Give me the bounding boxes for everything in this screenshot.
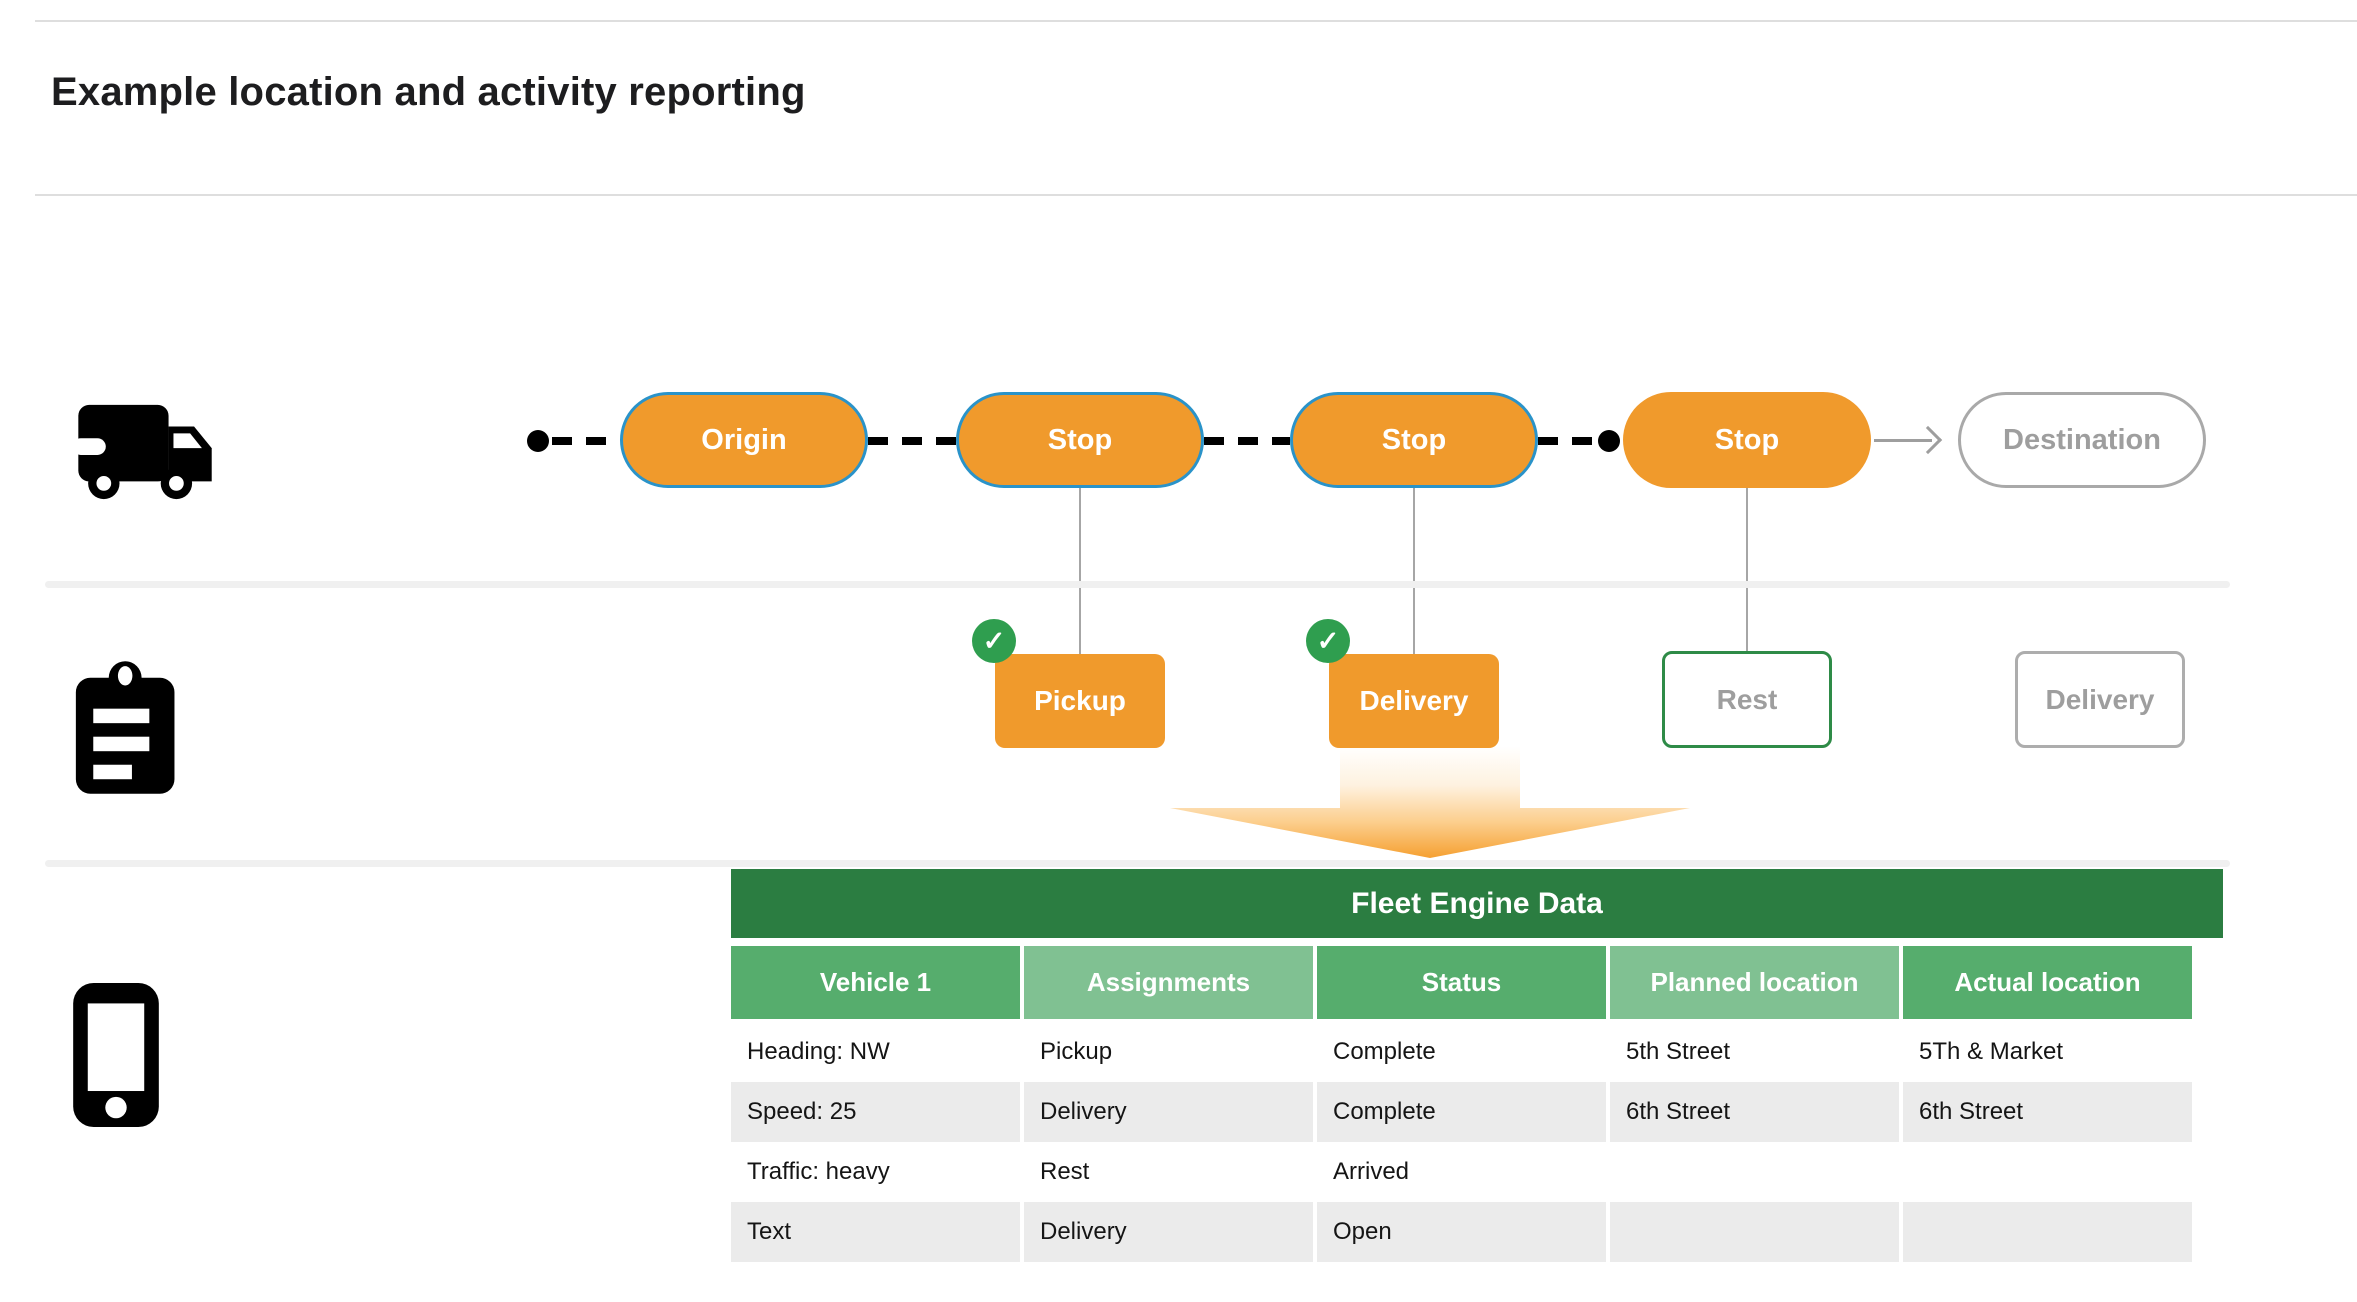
activity-delivery-1: Delivery [1329, 654, 1499, 748]
table-cell [1903, 1202, 2192, 1262]
page-title: Example location and activity reporting [51, 70, 806, 114]
route-dash-segment [1538, 437, 1598, 445]
truck-icon [72, 401, 220, 508]
activity-label: Pickup [1034, 685, 1126, 716]
route-stop-1: Stop [956, 392, 1204, 488]
column-header-status: Status [1317, 946, 1606, 1019]
top-divider [35, 20, 2357, 22]
route-stop-2: Stop [1290, 392, 1538, 488]
stop-activity-connector [1746, 488, 1748, 651]
check-circle-icon: ✓ [972, 619, 1016, 663]
table-cell: Complete [1317, 1082, 1606, 1142]
phone-icon [72, 982, 160, 1133]
table-cell: 6th Street [1610, 1082, 1899, 1142]
table-title-bar: Fleet Engine Data [731, 869, 2223, 938]
table-cell: Pickup [1040, 1038, 1113, 1065]
route-stop-3: Stop [1623, 392, 1871, 488]
destination-arrow-line [1874, 439, 1932, 442]
table-cell: Traffic: heavy [747, 1158, 890, 1185]
route-stop-label: Stop [1047, 423, 1113, 456]
table-cell: Open [1317, 1202, 1606, 1262]
column-header-assignments: Assignments [1024, 946, 1313, 1019]
activity-label: Rest [1716, 683, 1778, 715]
clipboard-icon [72, 660, 188, 801]
table-cell [1610, 1142, 1899, 1202]
table-cell: Heading: NW [747, 1038, 890, 1065]
column-header-planned-location: Planned location [1610, 946, 1899, 1019]
table-cell: Complete [1333, 1038, 1436, 1065]
column-header-actual-location: Actual location [1903, 946, 2192, 1019]
activity-rest: Rest [1662, 651, 1832, 748]
arrow-right-icon [1913, 425, 1943, 455]
table-cell: Rest [1040, 1158, 1090, 1185]
route-stop-label: Stop [1714, 423, 1780, 456]
section-divider [45, 860, 2230, 867]
table-cell: 6th Street [1903, 1082, 2192, 1142]
route-stop-origin: Origin [620, 392, 868, 488]
data-flow-arrow-icon [1170, 746, 1690, 858]
table-cell [1903, 1142, 2192, 1202]
route-stop-destination: Destination [1958, 392, 2206, 488]
table-cell: Speed: 25 [731, 1082, 1020, 1142]
vehicle-position-dot [1598, 430, 1620, 452]
check-glyph: ✓ [982, 625, 1006, 656]
table-cell: Arrived [1333, 1158, 1410, 1185]
table-cell: 5Th & Market [1919, 1038, 2064, 1065]
stop-activity-connector [1079, 488, 1081, 654]
table-cell: Text [731, 1202, 1020, 1262]
check-circle-icon: ✓ [1306, 619, 1350, 663]
title-divider [35, 194, 2357, 196]
route-dash-segment [1204, 437, 1290, 445]
column-header-vehicle: Vehicle 1 [731, 946, 1020, 1019]
route-stop-label: Stop [1381, 423, 1447, 456]
activity-pickup: Pickup [995, 654, 1165, 748]
activity-label: Delivery [2045, 683, 2155, 715]
activity-label: Delivery [1359, 685, 1469, 716]
route-dash-segment [552, 437, 618, 445]
route-stop-label: Origin [701, 423, 787, 456]
check-glyph: ✓ [1316, 625, 1340, 656]
section-divider [45, 581, 2230, 588]
table-cell: Delivery [1024, 1202, 1313, 1262]
table-cell: 5th Street [1626, 1038, 1731, 1065]
table-title: Fleet Engine Data [1351, 886, 1603, 920]
route-start-dot [527, 430, 549, 452]
table-cell: Delivery [1024, 1082, 1313, 1142]
route-stop-label: Destination [2003, 423, 2161, 456]
activity-delivery-2: Delivery [2015, 651, 2185, 748]
table-cell [1610, 1202, 1899, 1262]
route-dash-segment [868, 437, 956, 445]
stop-activity-connector [1413, 488, 1415, 654]
